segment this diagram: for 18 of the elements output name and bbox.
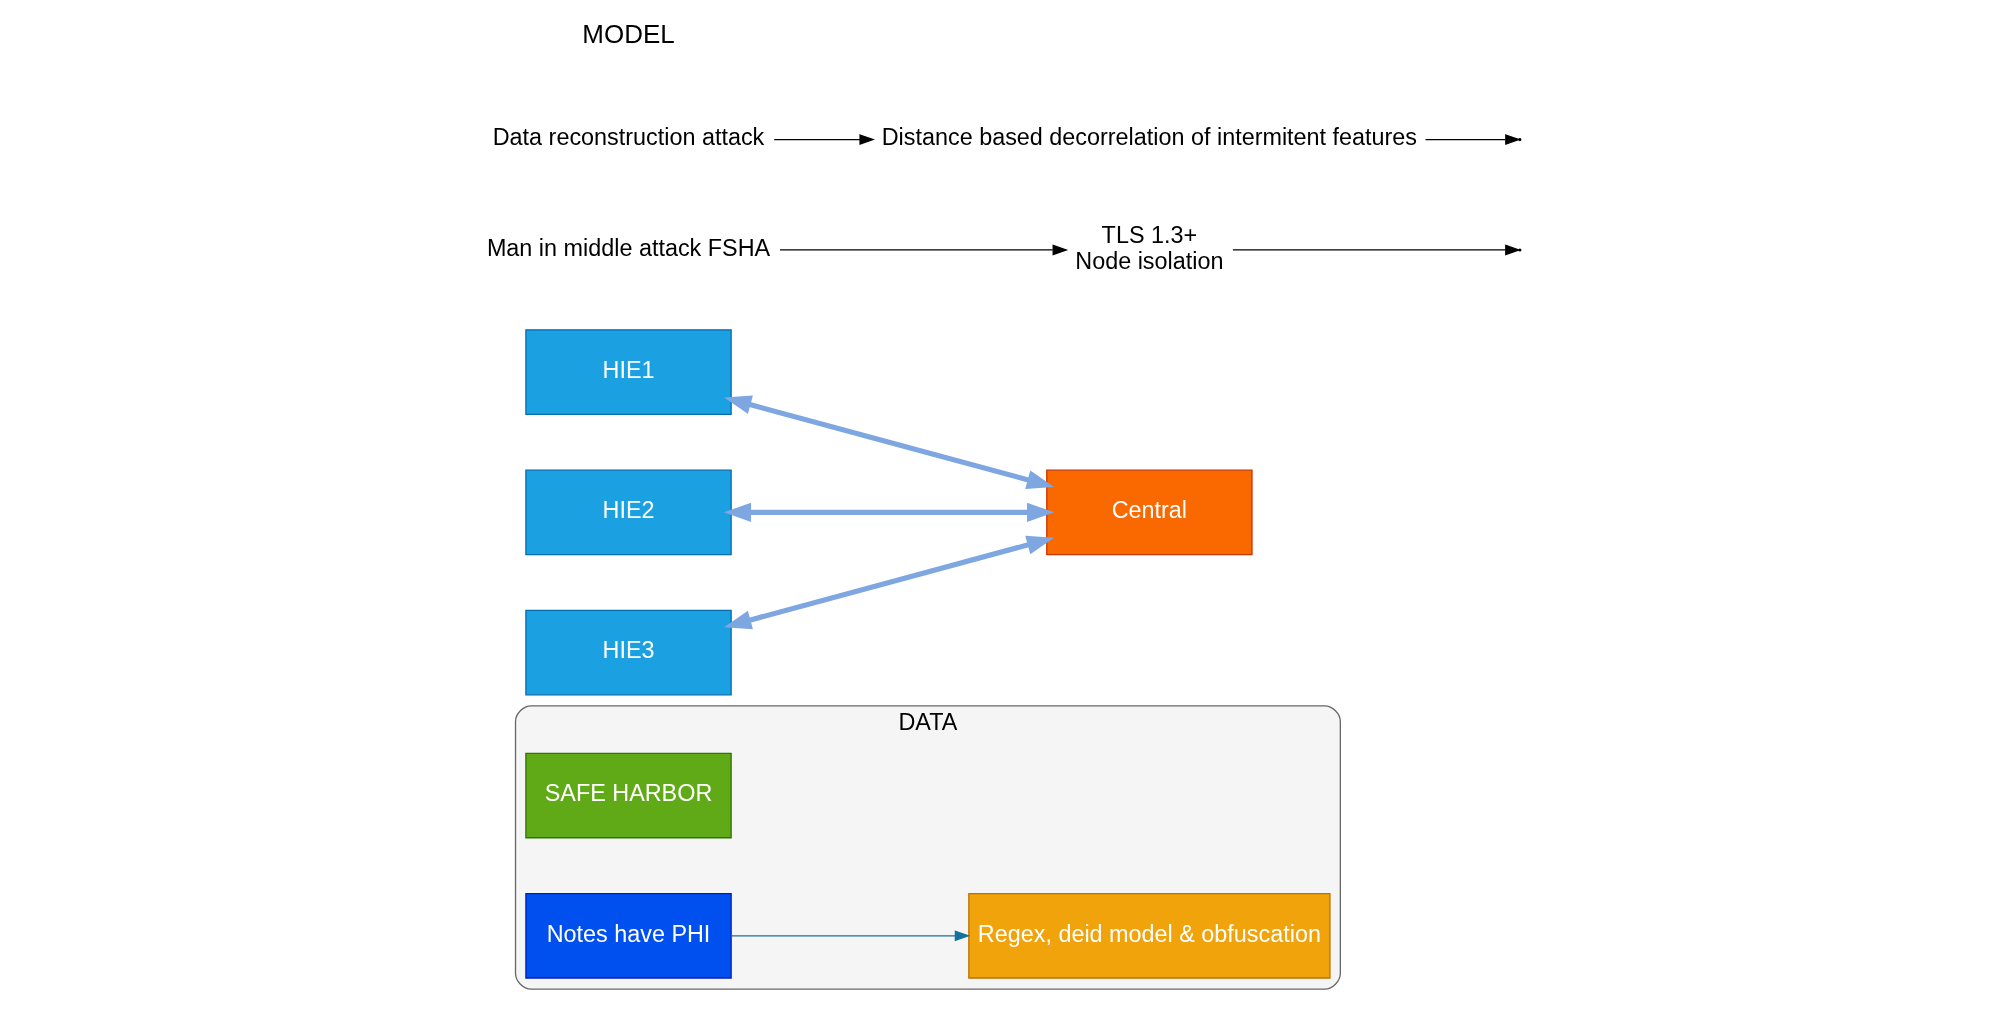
node-box: Notes have PHI: [524, 892, 732, 979]
label: MODEL: [581, 19, 675, 50]
arrow: [773, 134, 875, 145]
node-text: Man in middle attack FSHA: [486, 234, 770, 261]
node-box: Central: [1045, 469, 1253, 556]
node-box: HIE3: [524, 609, 732, 696]
node-box: Regex, deid model & obfuscation: [967, 892, 1331, 979]
node-box: SAFE HARBOR: [524, 752, 732, 839]
node-box: HIE1: [524, 329, 732, 415]
arrow: [723, 395, 1054, 489]
node-text: TLS 1.3+ Node isolation: [1074, 221, 1223, 274]
arrow: [778, 244, 1068, 256]
arrow: [723, 502, 1054, 522]
node-box: HIE2: [524, 469, 732, 556]
node-text: Distance based decorrelation of intermitent features: [881, 124, 1417, 151]
arrow: [730, 930, 970, 942]
arrow: [723, 535, 1054, 630]
node-text: Data reconstruction attack: [492, 124, 764, 151]
